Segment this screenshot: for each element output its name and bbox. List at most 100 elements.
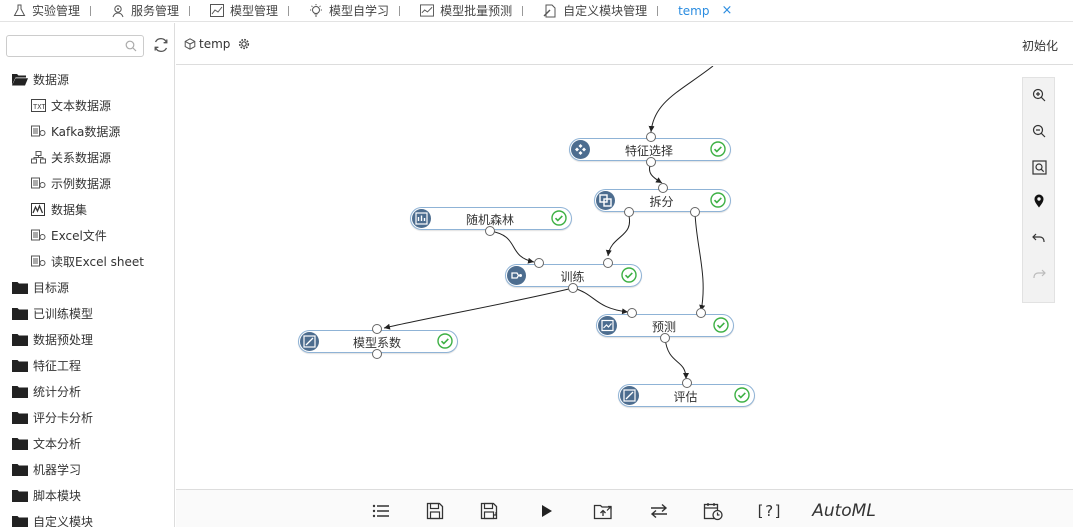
redo-icon[interactable] bbox=[1030, 265, 1048, 283]
lightbulb-icon bbox=[309, 3, 323, 18]
folder-icon bbox=[12, 462, 28, 476]
node-label: 评估 bbox=[673, 390, 698, 404]
input-port[interactable] bbox=[658, 183, 668, 193]
node-label: 预测 bbox=[651, 320, 676, 334]
input-port[interactable] bbox=[682, 378, 692, 388]
save-as-icon[interactable] bbox=[479, 500, 501, 522]
canvas-zoom-toolbar bbox=[1022, 77, 1055, 303]
help-button[interactable]: [?] bbox=[755, 502, 783, 520]
tab-experiment-management[interactable]: 实验管理 bbox=[0, 0, 99, 22]
tab-model-self-learning[interactable]: 模型自学习 bbox=[297, 0, 408, 22]
fit-view-icon[interactable] bbox=[1030, 158, 1048, 176]
output-port[interactable] bbox=[568, 283, 578, 293]
input-port[interactable] bbox=[603, 258, 613, 268]
initialize-button[interactable]: 初始化 bbox=[1021, 39, 1058, 53]
search-icon[interactable] bbox=[125, 40, 137, 55]
output-port[interactable] bbox=[372, 349, 382, 359]
output-port[interactable] bbox=[485, 226, 495, 236]
edge-split-to-predict bbox=[694, 211, 706, 312]
folder-icon bbox=[12, 332, 28, 346]
evaluate-icon bbox=[620, 386, 639, 405]
tree-folder-trained-models[interactable]: 已训练模型 bbox=[0, 300, 174, 326]
tree-folder-custom-modules[interactable]: 自定义模块 bbox=[0, 508, 174, 527]
tab-separator bbox=[522, 5, 524, 16]
flow-node-split[interactable]: 拆分 bbox=[594, 189, 731, 212]
flow-node-feature-selection[interactable]: 特征选择 bbox=[569, 138, 731, 161]
tab-temp[interactable]: temp × bbox=[666, 0, 740, 22]
module-tree: 数据源 TXT 文本数据源 Kafka数据源 关系数据源 bbox=[0, 66, 174, 527]
input-port[interactable] bbox=[534, 258, 544, 268]
run-icon[interactable] bbox=[539, 500, 555, 522]
tree-item-sample-datasource[interactable]: 示例数据源 bbox=[0, 170, 174, 196]
locate-icon[interactable] bbox=[1030, 192, 1048, 210]
search-input[interactable] bbox=[7, 36, 119, 56]
tree-folder-text-analysis[interactable]: 文本分析 bbox=[0, 430, 174, 456]
tree-label: 关系数据源 bbox=[51, 150, 112, 165]
input-port[interactable] bbox=[372, 324, 382, 334]
tab-label: 服务管理 bbox=[131, 4, 180, 18]
tree-folder-script-modules[interactable]: 脚本模块 bbox=[0, 482, 174, 508]
tree-folder-machine-learning[interactable]: 机器学习 bbox=[0, 456, 174, 482]
train-icon bbox=[507, 266, 526, 285]
sync-icon[interactable] bbox=[648, 500, 670, 522]
export-icon[interactable] bbox=[592, 500, 614, 522]
service-icon bbox=[111, 4, 125, 18]
success-check-icon bbox=[621, 267, 637, 283]
edge-input-to-feature bbox=[648, 66, 714, 133]
folder-icon bbox=[12, 280, 28, 294]
undo-icon[interactable] bbox=[1030, 229, 1048, 247]
tab-label: temp bbox=[678, 3, 710, 18]
output-port[interactable] bbox=[646, 157, 656, 167]
save-icon[interactable] bbox=[425, 500, 445, 522]
input-port[interactable] bbox=[696, 308, 706, 318]
automl-button[interactable]: AutoML bbox=[812, 501, 876, 521]
tree-label: 已训练模型 bbox=[33, 306, 94, 321]
tree-label: Excel文件 bbox=[51, 228, 107, 243]
tree-folder-preprocessing[interactable]: 数据预处理 bbox=[0, 326, 174, 352]
edge-train-to-coef bbox=[383, 287, 574, 330]
tree-item-text-datasource[interactable]: TXT 文本数据源 bbox=[0, 92, 174, 118]
datasource-icon bbox=[30, 124, 46, 138]
tab-label: 模型批量预测 bbox=[440, 4, 513, 18]
refresh-icon[interactable] bbox=[152, 36, 170, 54]
module-sidebar: 数据源 TXT 文本数据源 Kafka数据源 关系数据源 bbox=[0, 23, 175, 527]
zoom-in-icon[interactable] bbox=[1030, 86, 1048, 104]
success-check-icon bbox=[713, 317, 729, 333]
tree-item-kafka-datasource[interactable]: Kafka数据源 bbox=[0, 118, 174, 144]
flow-edges bbox=[383, 66, 714, 380]
success-check-icon bbox=[734, 387, 750, 403]
tab-custom-module-management[interactable]: 自定义模块管理 bbox=[531, 0, 666, 22]
schedule-icon[interactable] bbox=[702, 500, 724, 522]
close-icon[interactable]: × bbox=[721, 3, 733, 18]
output-port[interactable] bbox=[624, 207, 634, 217]
flow-node-train[interactable]: 训练 bbox=[505, 264, 642, 287]
output-port[interactable] bbox=[690, 207, 700, 217]
settings-icon[interactable] bbox=[238, 38, 250, 50]
output-port[interactable] bbox=[660, 333, 670, 343]
input-port[interactable] bbox=[646, 132, 656, 142]
tree-item-relational-datasource[interactable]: 关系数据源 bbox=[0, 144, 174, 170]
flow-canvas[interactable]: 特征选择 拆分 随机森林 训 bbox=[176, 66, 1073, 488]
predict-icon bbox=[598, 316, 617, 335]
tab-batch-prediction[interactable]: 模型批量预测 bbox=[408, 0, 531, 22]
tab-model-management[interactable]: 模型管理 bbox=[198, 0, 297, 22]
tree-item-excel-file[interactable]: Excel文件 bbox=[0, 222, 174, 248]
tab-service-management[interactable]: 服务管理 bbox=[99, 0, 198, 22]
tree-folder-statistics[interactable]: 统计分析 bbox=[0, 378, 174, 404]
zoom-out-icon[interactable] bbox=[1030, 122, 1048, 140]
edge-split-to-train bbox=[605, 211, 631, 257]
tree-label: 统计分析 bbox=[33, 384, 82, 399]
tree-folder-target-source[interactable]: 目标源 bbox=[0, 274, 174, 300]
tree-item-dataset[interactable]: 数据集 bbox=[0, 196, 174, 222]
trend-icon bbox=[420, 4, 435, 18]
tree-folder-datasource[interactable]: 数据源 bbox=[0, 66, 174, 92]
tree-label: 自定义模块 bbox=[33, 514, 94, 527]
datasource-icon bbox=[30, 176, 46, 190]
flow-title: temp bbox=[184, 37, 250, 51]
tree-label: 脚本模块 bbox=[33, 488, 82, 503]
tree-item-read-excel-sheet[interactable]: 读取Excel sheet bbox=[0, 248, 174, 274]
input-port[interactable] bbox=[627, 308, 637, 318]
tree-folder-scorecard[interactable]: 评分卡分析 bbox=[0, 404, 174, 430]
list-icon[interactable] bbox=[371, 500, 391, 522]
tree-folder-feature-engineering[interactable]: 特征工程 bbox=[0, 352, 174, 378]
